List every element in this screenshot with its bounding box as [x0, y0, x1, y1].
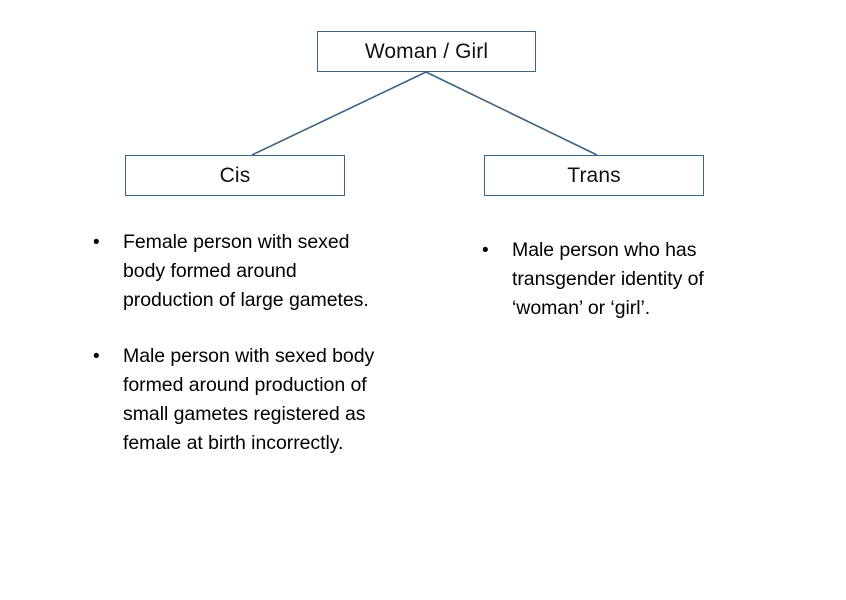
list-item: • Female person with sexed body formed a… — [88, 228, 388, 315]
list-item: • Male person who has transgender identi… — [477, 236, 727, 323]
bullet-text: Male person who has transgender identity… — [512, 239, 704, 319]
list-item: • Male person with sexed body formed aro… — [88, 342, 388, 458]
node-box-trans[interactable]: Trans — [484, 155, 704, 196]
bullet-text: Female person with sexed body formed aro… — [123, 231, 369, 311]
node-label-trans: Trans — [567, 164, 621, 187]
bullet-list-trans: • Male person who has transgender identi… — [477, 236, 727, 323]
bullet-list-cis: • Female person with sexed body formed a… — [88, 228, 388, 458]
bullet-point-icon: • — [93, 232, 100, 253]
node-box-cis[interactable]: Cis — [125, 155, 345, 196]
bullet-text: Male person with sexed body formed aroun… — [123, 345, 375, 454]
connector-root-to-cis — [251, 71, 427, 156]
node-label-woman-girl: Woman / Girl — [364, 40, 489, 63]
connector-root-to-trans — [425, 71, 598, 156]
node-label-cis: Cis — [219, 164, 251, 187]
bullet-point-icon: • — [93, 346, 100, 367]
node-box-woman-girl[interactable]: Woman / Girl — [317, 31, 536, 72]
bullet-point-icon: • — [482, 240, 489, 261]
